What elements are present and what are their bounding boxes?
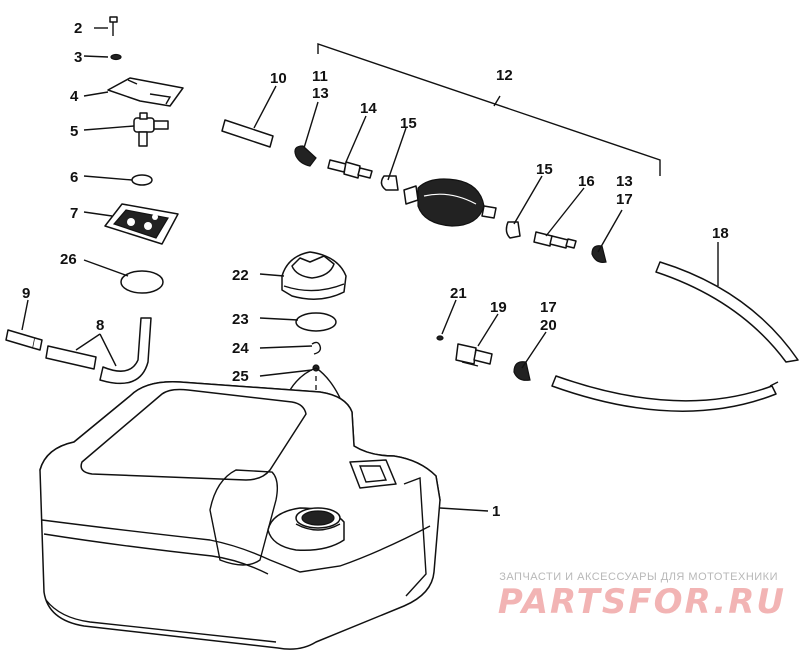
part-8-hoses: [45, 317, 152, 385]
callout-2: 2: [74, 20, 82, 37]
primer-bulb: [403, 178, 497, 227]
callout-8: 8: [96, 317, 104, 334]
watermark-logo: PARTSFOR.RU: [497, 582, 786, 622]
callout-labels: 2 3 4 5 6 7 26 9 8 10 11 13 14 15 12 15 …: [22, 20, 729, 520]
part-14-connector: [327, 159, 373, 179]
part-3-washer: [110, 53, 122, 61]
callout-19: 19: [490, 299, 507, 316]
callout-22: 22: [232, 267, 249, 284]
part-23-cap-o-ring: [295, 312, 337, 332]
part-9-hose-stub: [5, 329, 43, 351]
callout-3: 3: [74, 49, 82, 66]
part-6-o-ring: [131, 174, 153, 186]
callout-11: 11: [312, 68, 328, 85]
callout-18: 18: [712, 225, 729, 242]
callout-9: 9: [22, 285, 30, 302]
watermark-tagline: ЗАПЧАСТИ И АКСЕССУАРЫ ДЛЯ МОТОТЕХНИКИ: [499, 571, 778, 583]
callout-23: 23: [232, 311, 249, 328]
callout-15-right: 15: [536, 161, 553, 178]
callout-13-right: 13: [616, 173, 633, 190]
callout-17-top: 17: [616, 191, 633, 208]
callout-24: 24: [232, 340, 249, 357]
part-19-connector: [455, 343, 493, 367]
callout-7: 7: [70, 205, 78, 222]
callout-4: 4: [70, 88, 79, 105]
callout-12: 12: [496, 67, 513, 84]
callout-6: 6: [70, 169, 78, 186]
part-18-hose: [551, 261, 799, 412]
part-15-clip-left: [380, 175, 399, 191]
part-1-fuel-tank: [39, 381, 441, 650]
callout-13-top: 13: [312, 85, 329, 102]
callout-1: 1: [492, 503, 500, 520]
callout-16: 16: [578, 173, 595, 190]
callout-26: 26: [60, 251, 77, 268]
part-17-clamp: [591, 245, 607, 263]
part-15-clip-right: [505, 221, 521, 239]
callout-15-left: 15: [400, 115, 417, 132]
callout-17-bottom: 17: [540, 299, 557, 316]
part-16-connector: [533, 231, 577, 249]
callout-14: 14: [360, 100, 377, 117]
part-20-clamp: [513, 361, 531, 381]
callout-21: 21: [450, 285, 467, 302]
part-7-gauge-plate: [104, 203, 179, 245]
part-4-bracket: [107, 77, 184, 107]
part-10-tube: [221, 119, 274, 148]
part-24-clip: [311, 341, 322, 355]
callout-10: 10: [270, 70, 287, 87]
part-11-clamp: [294, 145, 317, 167]
leader-lines: [21, 27, 719, 512]
part-22-filler-cap: [281, 251, 347, 300]
callout-5: 5: [70, 123, 78, 140]
part-5-fitting: [133, 112, 169, 147]
part-2-screw: [109, 16, 118, 36]
part-26-gasket: [120, 270, 164, 294]
callout-20: 20: [540, 317, 557, 334]
part-21-washer: [436, 335, 444, 341]
callout-25: 25: [232, 368, 249, 385]
